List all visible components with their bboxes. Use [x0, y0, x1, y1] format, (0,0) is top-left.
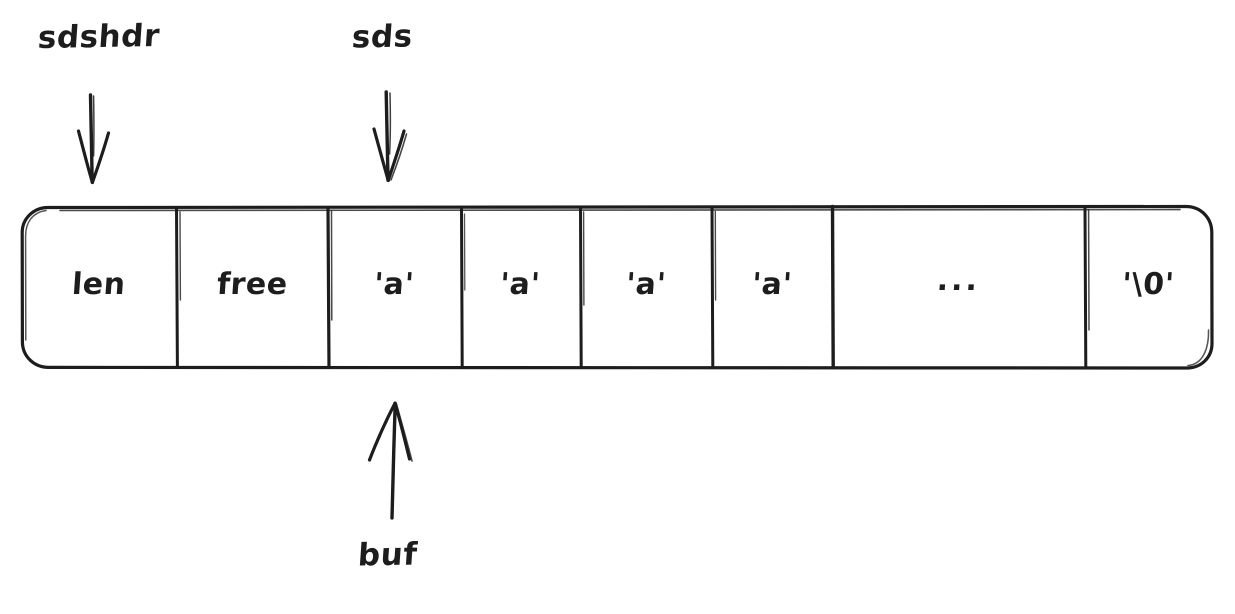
- memory-cell-null-terminator-label: '\0': [1121, 267, 1176, 302]
- memory-cell-ellipsis: ...: [832, 263, 1085, 298]
- memory-block-outline: [20, 204, 1214, 370]
- memory-cell-c1: 'a': [461, 267, 580, 302]
- sds-arrow: [372, 90, 408, 183]
- memory-cell-c3: 'a': [712, 267, 832, 302]
- pointer-label-sds: sds: [350, 18, 414, 56]
- pointer-label-sdshdr: sdshdr: [36, 17, 162, 57]
- cell-divider-free-buf: [326, 205, 333, 370]
- memory-cell-free: free: [176, 267, 328, 302]
- memory-cell-free-label: free: [215, 267, 289, 302]
- cell-divider-more-nul: [1083, 206, 1090, 369]
- memory-cell-c0-label: 'a': [373, 267, 416, 302]
- memory-cell-c2-label: 'a': [624, 267, 668, 302]
- memory-cell-c2: 'a': [580, 267, 712, 302]
- cell-divider-len-free: [175, 206, 182, 369]
- memory-cell-c1-label: 'a': [499, 267, 542, 302]
- memory-cell-len: len: [22, 267, 176, 302]
- cell-divider-c1-c2: [579, 206, 585, 369]
- memory-cell-ellipsis-label: ...: [935, 263, 982, 298]
- sdshdr-arrow: [76, 93, 111, 185]
- memory-cell-c0: 'a': [328, 267, 461, 302]
- buf-arrow: [367, 401, 413, 520]
- cell-divider-c0-c1: [460, 206, 466, 369]
- cell-divider-c3-more: [830, 204, 835, 370]
- memory-cell-c3-label: 'a': [750, 267, 794, 302]
- memory-cell-len-label: len: [71, 267, 128, 302]
- cell-divider-c2-c3: [710, 206, 717, 369]
- pointer-label-buf: buf: [356, 536, 419, 574]
- memory-cell-null-terminator: '\0': [1085, 267, 1212, 302]
